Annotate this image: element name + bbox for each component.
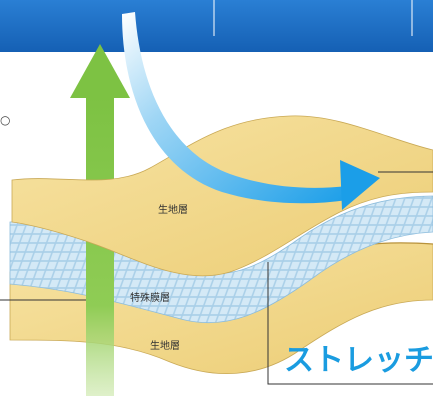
blue-curved-arrow-icon [122, 12, 380, 210]
leader-line-callout [267, 262, 433, 385]
top-fabric-layer [11, 115, 433, 277]
stretch-callout: ストレッチ [284, 343, 433, 378]
membrane-layer-label: 特殊膜層 [130, 291, 170, 304]
bottom-layer-label: 生地層 [150, 339, 180, 352]
top-layer-label: 生地層 [158, 203, 188, 216]
bullet-mark: ○ [0, 113, 10, 127]
header-banner [0, 0, 433, 52]
